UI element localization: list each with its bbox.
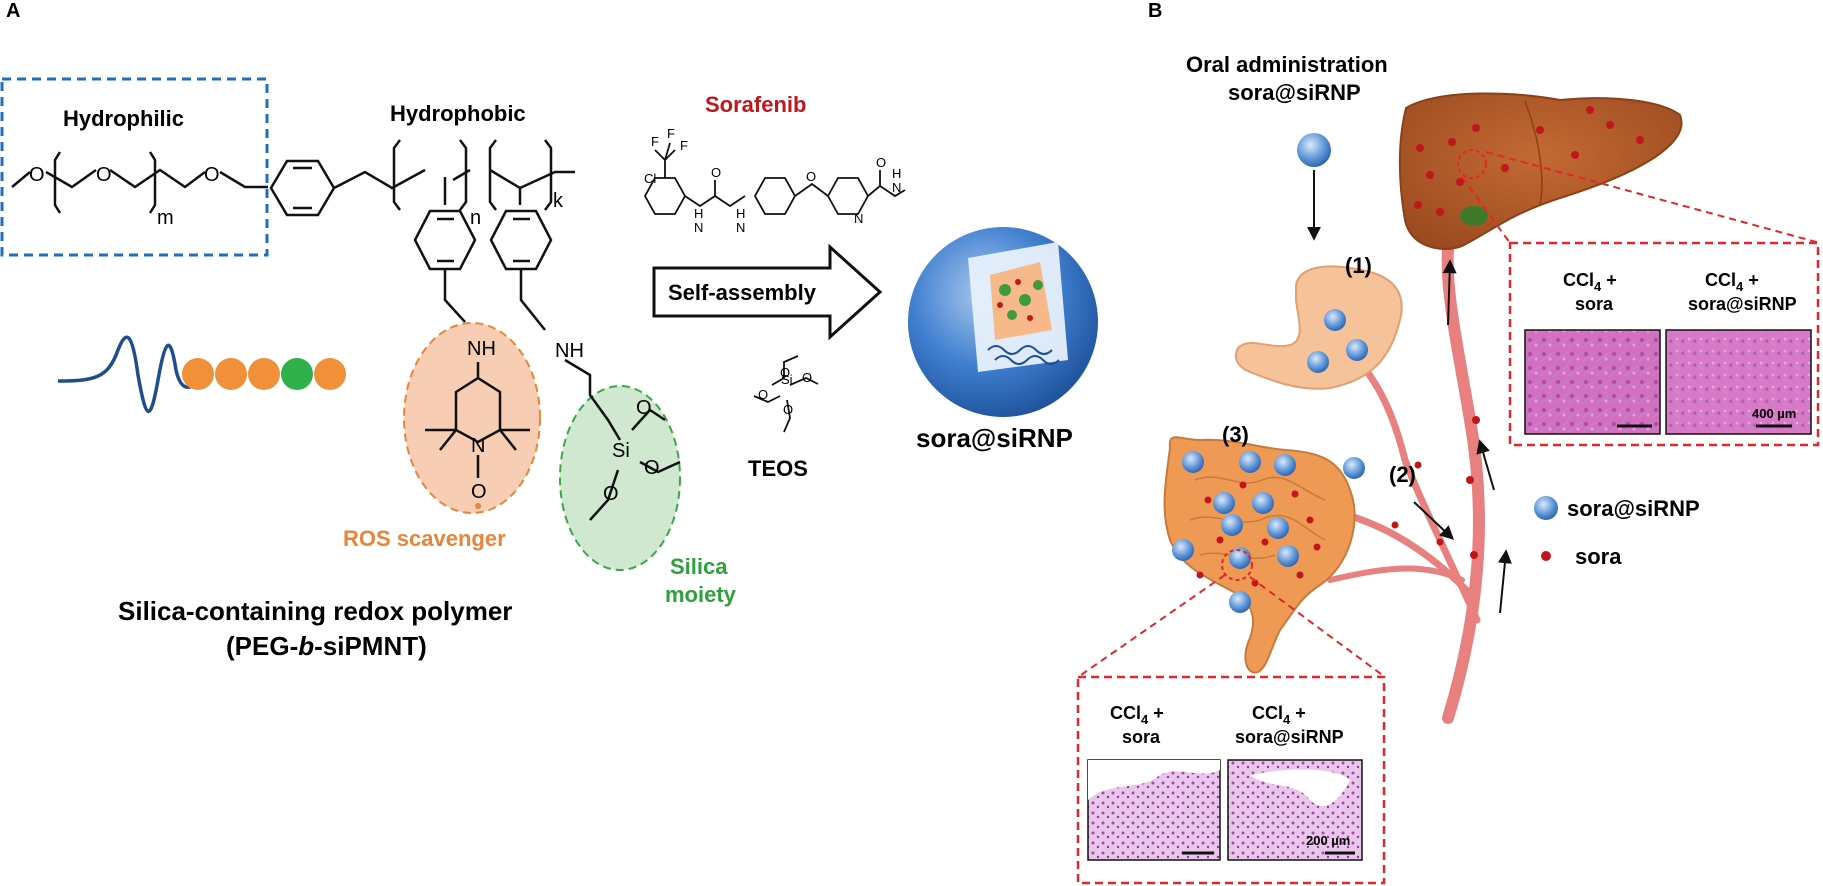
liver-histology-sirnp: [1665, 329, 1812, 435]
legend-drug-icon: [1541, 551, 1551, 561]
teos-structure: [753, 355, 819, 433]
nanoparticle-shell-waves: [987, 345, 1053, 355]
silane-si: Si: [612, 440, 630, 462]
flow-arrows: [1413, 259, 1512, 614]
teos-o-1: O: [780, 365, 790, 380]
self-assembly-label: Self-assembly: [668, 280, 817, 305]
drug-particles: [997, 279, 1043, 321]
sorafenib-n-4: N: [892, 180, 901, 195]
silane-o-3: O: [603, 483, 619, 505]
teos-label: TEOS: [748, 456, 808, 481]
oral-administration-line-1: Oral administration: [1186, 52, 1388, 77]
liver-inset-right-title-2: sora@siRNP: [1688, 294, 1797, 314]
silane-o-1: O: [636, 397, 652, 419]
liver-inset-right-title: CCl4 +: [1705, 270, 1759, 294]
peg-oxygen-2: O: [96, 164, 112, 186]
legend-drug-label: sora: [1575, 544, 1622, 569]
sorafenib-o-3: O: [876, 155, 886, 170]
blood-vessels: [1326, 214, 1485, 724]
pendant-rings: [413, 209, 553, 331]
legend-nanoparticle-label: sora@siRNP: [1567, 496, 1700, 521]
teos-o-2: O: [802, 370, 812, 385]
intestine-nanoparticles: [1172, 451, 1365, 613]
gallbladder-icon: [1460, 206, 1488, 226]
intestine-drug-dots: [1196, 481, 1321, 587]
sorafenib-cl: Cl: [644, 171, 656, 186]
polymer-backbone: [269, 139, 575, 217]
silica-label-line-1: Silica: [670, 554, 728, 579]
hydrophobic-label: Hydrophobic: [390, 101, 526, 126]
sorafenib-n-3: N: [854, 211, 863, 226]
intestine-inset-right-title-2: sora@siRNP: [1235, 727, 1344, 747]
sorafenib-structure: [643, 142, 906, 215]
liver-scale-label: 400 µm: [1752, 406, 1796, 421]
subscript-n: n: [470, 207, 481, 229]
liver-zoom-circle: [1457, 149, 1487, 179]
teos-o-3: O: [758, 387, 768, 402]
radical-dot: [475, 503, 481, 509]
sorafenib-n-1: N: [694, 220, 703, 235]
stomach-nanoparticles: [1307, 309, 1368, 373]
sorafenib-f-2: F: [667, 126, 675, 141]
tempo-nh: NH: [467, 338, 496, 360]
intestine-inset-right-title: CCl4 +: [1252, 703, 1306, 727]
silane-nh: NH: [555, 340, 584, 362]
sorafenib-f-1: F: [651, 134, 659, 149]
intestine-inset-connectors: [1077, 574, 1386, 678]
subscript-k: k: [553, 190, 564, 212]
silica-moiety-region: [559, 385, 681, 571]
step-1-label: (1): [1345, 253, 1372, 278]
step-2-label: (2): [1389, 462, 1416, 487]
sorafenib-h-2: H: [736, 206, 745, 221]
oral-nanoparticle-icon: [1297, 133, 1331, 167]
intestine-scale-label: 200 µm: [1306, 833, 1350, 848]
nanoparticle-label: sora@siRNP: [916, 423, 1073, 453]
peg-oxygen-1: O: [29, 164, 45, 186]
tempo-o: O: [471, 481, 487, 503]
intestine-zoom-circle: [1221, 549, 1253, 581]
polymer-abbrev: (PEG-b-siPMNT): [226, 631, 427, 661]
ros-scavenger-label: ROS scavenger: [343, 526, 506, 551]
sorafenib-n-2: N: [736, 220, 745, 235]
sorafenib-f-3: F: [680, 138, 688, 153]
silica-label-line-2: moiety: [665, 582, 737, 607]
peg-subscript-m: m: [157, 207, 174, 229]
tempo-n: N: [471, 435, 485, 457]
teos-si: Si: [781, 372, 793, 387]
peg-oxygen-3: O: [204, 164, 220, 186]
panel-b-label: B: [1148, 0, 1162, 22]
ros-scavenger-region: [403, 322, 541, 514]
liver-inset-left-title: CCl4 +: [1563, 270, 1617, 294]
tempo-ring: [425, 362, 530, 478]
liver-inset-left-title-2: sora: [1575, 294, 1614, 314]
sorafenib-h-3: H: [892, 166, 901, 181]
sorafenib-h-1: H: [694, 206, 703, 221]
teos-o-4: O: [783, 402, 793, 417]
silane-group: [564, 358, 681, 521]
sorafenib-label: Sorafenib: [705, 92, 806, 117]
liver-inset-connectors: [1461, 151, 1821, 244]
polymer-wave-icon: [57, 335, 202, 413]
panel-a-label: A: [6, 0, 20, 22]
hydrophilic-box: [0, 77, 269, 257]
legend-nanoparticle-icon: [1534, 496, 1558, 520]
liver-drug-dots: [1414, 106, 1644, 216]
silane-o-2: O: [644, 457, 660, 479]
hydrophilic-label: Hydrophilic: [63, 106, 184, 131]
liver-histology-sora: [1524, 329, 1661, 435]
oral-administration-line-2: sora@siRNP: [1228, 80, 1361, 105]
polymer-title: Silica-containing redox polymer: [118, 596, 512, 626]
peg-chain: [11, 151, 268, 214]
step-3-label: (3): [1222, 422, 1249, 447]
vessel-drug-dots: [1391, 416, 1480, 559]
intestine-inset-left-title: CCl4 +: [1110, 703, 1164, 727]
polymer-beads: [182, 358, 346, 390]
sorafenib-o-1: O: [711, 165, 721, 180]
self-assembly-arrow: [652, 243, 883, 341]
sorafenib-o-2: O: [806, 169, 816, 184]
intestine-inset-left-title-2: sora: [1122, 727, 1161, 747]
